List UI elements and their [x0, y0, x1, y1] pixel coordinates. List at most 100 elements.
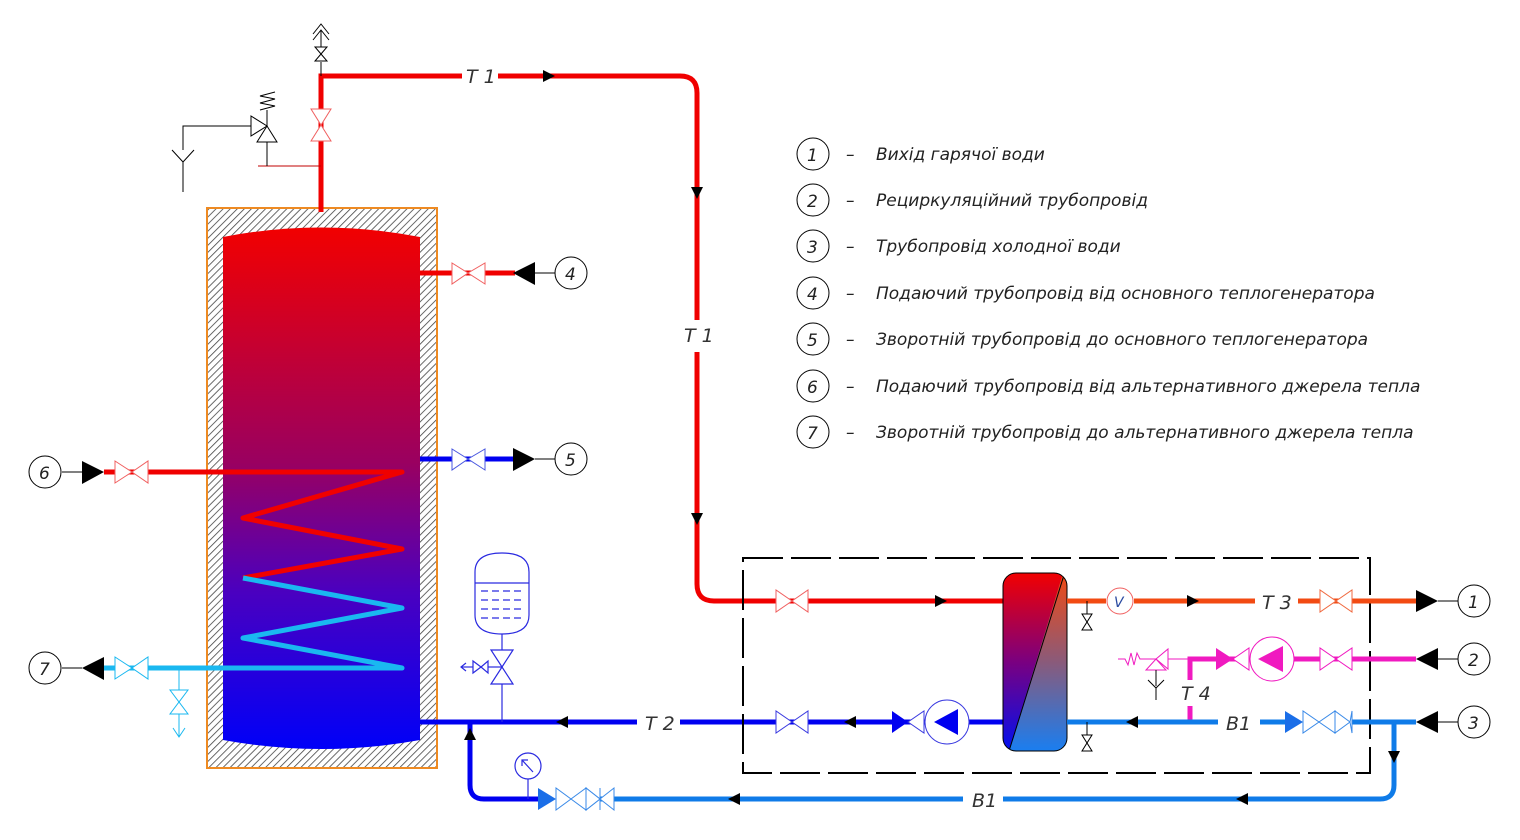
flow-arrow-icon — [844, 716, 856, 728]
shutoff-valve-icon[interactable] — [114, 656, 149, 680]
legend: 1 – Вихід гарячої води 2 – Рециркуляційн… — [796, 137, 1420, 449]
label-b1-bottom: B1 — [972, 790, 997, 812]
flow-arrow-icon — [1126, 716, 1138, 728]
svg-text:4: 4 — [807, 285, 818, 305]
svg-text:2: 2 — [1468, 651, 1479, 671]
pipe-5 — [420, 448, 555, 471]
check-valve-icon[interactable] — [1216, 648, 1233, 670]
connection-arrow-icon — [1416, 648, 1438, 670]
svg-text:1: 1 — [1468, 593, 1479, 613]
safety-valve-icon[interactable] — [1118, 647, 1190, 700]
svg-text:–: – — [846, 423, 855, 443]
shutoff-valve-icon[interactable] — [451, 448, 486, 471]
drain-valve-icon[interactable] — [1081, 722, 1093, 752]
connection-marker-2: 2 — [1457, 642, 1491, 676]
connection-arrow-icon — [513, 448, 535, 471]
label-t1-vertical: T 1 — [684, 325, 714, 347]
drain-valve-icon[interactable] — [1081, 601, 1093, 631]
connection-arrow-icon — [1416, 711, 1438, 733]
label-t3: T 3 — [1262, 592, 1292, 614]
svg-text:Вихід гарячої води: Вихід гарячої води — [876, 145, 1045, 165]
svg-text:Зворотній трубопровід до альте: Зворотній трубопровід до альтернативного… — [876, 423, 1414, 443]
air-vent-icon[interactable] — [312, 23, 330, 76]
connection-marker-7: 7 — [28, 651, 62, 685]
safety-valve-icon[interactable] — [171, 91, 321, 192]
connection-marker-5: 5 — [554, 442, 588, 476]
legend-item: 1 – Вихід гарячої води — [796, 137, 1045, 171]
connection-arrow-icon — [513, 262, 535, 285]
shutoff-valve-icon[interactable] — [555, 787, 587, 811]
svg-text:V: V — [1114, 595, 1125, 611]
pipe-b1-bottom — [600, 722, 1397, 802]
flow-meter-icon[interactable]: V — [1106, 587, 1134, 615]
svg-text:3: 3 — [1468, 714, 1479, 734]
shutoff-valve-icon[interactable] — [114, 460, 149, 484]
shutoff-valve-icon[interactable] — [1319, 589, 1353, 613]
pressure-gauge-icon[interactable] — [514, 752, 542, 799]
flow-arrow-icon — [1388, 751, 1400, 763]
flow-arrow-icon — [556, 716, 568, 728]
shutoff-valve-icon[interactable] — [907, 710, 925, 734]
flow-arrow-icon — [1236, 793, 1248, 805]
legend-item: 7 – Зворотній трубопровід до альтернатив… — [796, 415, 1414, 449]
connection-arrow-icon — [82, 461, 104, 484]
svg-text:6: 6 — [807, 378, 818, 398]
plate-heat-exchanger — [1003, 573, 1067, 751]
heat-exchanger-outline — [1002, 572, 1068, 752]
svg-text:7: 7 — [807, 424, 818, 444]
pipe-6 — [62, 460, 207, 484]
legend-item: 5 – Зворотній трубопровід до основного т… — [796, 322, 1368, 356]
drain-valve-icon[interactable] — [169, 668, 189, 738]
shutoff-valve-icon[interactable] — [1302, 710, 1353, 734]
svg-text:5: 5 — [565, 451, 576, 471]
pipe-7 — [62, 656, 207, 738]
check-valve-icon[interactable] — [892, 711, 908, 733]
pipe-t2 — [420, 719, 1003, 802]
connection-marker-1: 1 — [1457, 584, 1491, 618]
heat-exchange-module-boundary — [742, 557, 1371, 774]
svg-text:Подаючий трубопровід від основ: Подаючий трубопровід від основного тепло… — [876, 284, 1375, 304]
svg-text:2: 2 — [807, 192, 818, 212]
svg-text:–: – — [846, 284, 855, 304]
shutoff-valve-icon[interactable] — [310, 108, 332, 142]
svg-text:Рециркуляційний трубопровід: Рециркуляційний трубопровід — [876, 191, 1148, 211]
shutoff-valve-icon[interactable] — [585, 786, 615, 812]
connection-marker-6: 6 — [28, 455, 62, 489]
shutoff-valve-icon[interactable] — [775, 710, 809, 734]
shutoff-valve-icon[interactable] — [775, 589, 809, 613]
flow-arrow-icon — [691, 513, 703, 525]
legend-item: 3 – Трубопровід холодної води — [796, 229, 1121, 263]
check-valve-icon[interactable] — [538, 788, 556, 810]
svg-text:3: 3 — [807, 238, 818, 258]
svg-text:Подаючий трубопровід від альте: Подаючий трубопровід від альтернативного… — [876, 377, 1420, 397]
svg-text:1: 1 — [807, 146, 818, 166]
shutoff-valve-icon[interactable] — [1232, 647, 1250, 671]
heating-coil — [207, 469, 405, 671]
svg-text:7: 7 — [39, 660, 50, 680]
recirculation-pump-icon[interactable] — [1249, 636, 1295, 682]
connection-arrow-icon — [1416, 590, 1438, 612]
svg-text:5: 5 — [807, 331, 818, 351]
svg-text:Трубопровід холодної води: Трубопровід холодної води — [876, 237, 1121, 257]
flow-arrow-icon — [728, 793, 740, 805]
label-t4: T 4 — [1181, 683, 1211, 705]
flow-arrow-icon — [691, 187, 703, 199]
expansion-tank-icon[interactable] — [460, 552, 530, 722]
label-t2: T 2 — [645, 713, 675, 735]
check-valve-icon[interactable] — [1285, 711, 1303, 733]
circulation-pump-icon[interactable] — [924, 699, 970, 745]
connection-marker-3: 3 — [1457, 705, 1491, 739]
storage-tank — [206, 207, 438, 769]
svg-text:–: – — [846, 191, 855, 211]
pipe-4 — [420, 262, 555, 285]
legend-item: 4 – Подаючий трубопровід від основного т… — [796, 276, 1375, 310]
shutoff-valve-icon[interactable] — [451, 262, 486, 285]
shutoff-valve-icon[interactable] — [1319, 647, 1353, 671]
svg-text:–: – — [846, 377, 855, 397]
flow-arrow-icon — [543, 70, 555, 82]
tank-body — [223, 227, 420, 749]
svg-text:–: – — [846, 330, 855, 350]
flow-arrow-icon — [1187, 595, 1199, 607]
connection-marker-4: 4 — [554, 256, 588, 290]
